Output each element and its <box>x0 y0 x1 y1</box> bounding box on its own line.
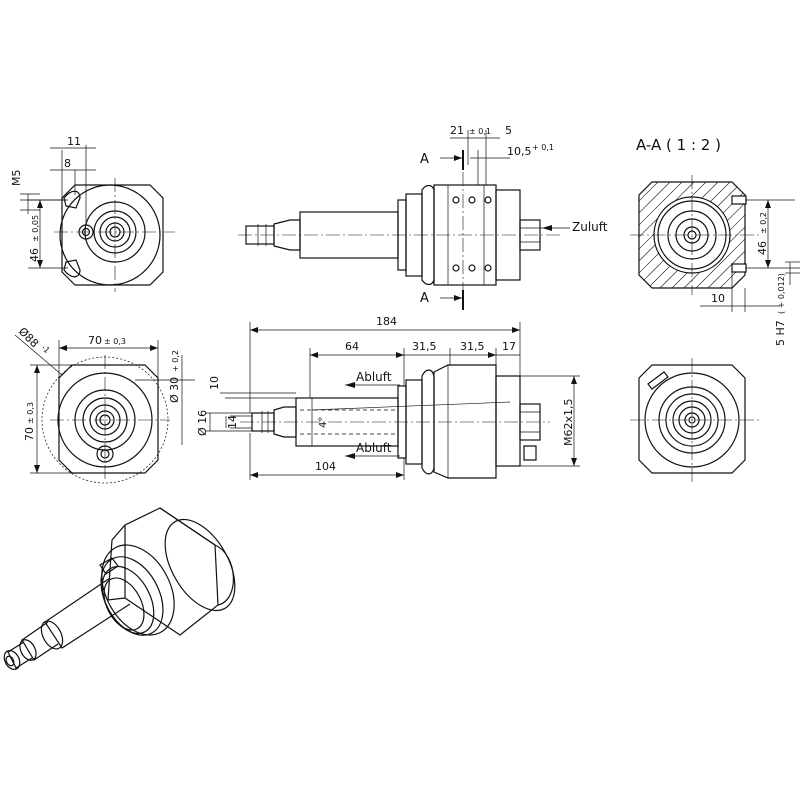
dim-14-label: 14 <box>226 415 239 429</box>
dim-64-label: 64 <box>345 340 359 353</box>
dim-70-v-label: 70 <box>23 427 36 441</box>
dim-10-5-label: 10,5 <box>507 145 532 158</box>
end-view-top-left: 11 8 M5 46 ± 0,05 <box>10 135 175 292</box>
dim-70-h-label: 70 <box>88 334 102 347</box>
dim-m5-label: M5 <box>10 170 23 187</box>
dim-88-label: Ø88 <box>16 325 41 350</box>
side-view-top: 21 ± 0,1 5 10,5 + 0,1 A A Zuluft <box>238 124 608 310</box>
section-title: A-A ( 1 : 2 ) <box>636 136 721 154</box>
dim-11-label: 11 <box>67 135 81 148</box>
tol-46-tl-label: ± 0,05 <box>31 215 40 242</box>
dim-8-label: 8 <box>64 157 71 170</box>
dim-4deg-label: 4° <box>318 417 329 428</box>
dim-m62-label: M62x1,5 <box>562 399 575 447</box>
dim-21-label: 21 <box>450 124 464 137</box>
abluft-top-label: Abluft <box>356 370 392 384</box>
dim-10-mid-label: 10 <box>208 376 221 390</box>
tol-21-label: ± 0,1 <box>469 127 491 136</box>
tol-70-h-label: ± 0,3 <box>104 337 126 346</box>
dim-104-label: 104 <box>315 460 336 473</box>
tol-70-v-label: ± 0,3 <box>26 402 35 424</box>
tol-30-label: + 0,2 <box>171 350 180 372</box>
section-view-a-a: A-A ( 1 : 2 ) <box>630 136 800 346</box>
isometric-view <box>3 507 236 671</box>
dim-16-label: Ø 16 <box>196 410 209 436</box>
rear-view-middle-right <box>630 358 760 482</box>
tol-5h7-label: ( + 0,012) <box>777 273 786 314</box>
dim-5h7-label: 5 H7 <box>774 320 787 346</box>
tol-46-tr-label: ± 0,2 <box>759 212 768 234</box>
zuluft-label: Zuluft <box>572 220 608 234</box>
dim-46-tr-label: 46 <box>756 241 769 255</box>
dim-31-5a-label: 31,5 <box>412 340 437 353</box>
dim-30-label: Ø 30 <box>168 377 181 403</box>
dim-17-label: 17 <box>502 340 516 353</box>
dim-46-tl-label: 46 <box>28 248 41 262</box>
front-view-middle-left: 70 ± 0,3 70 ± 0,3 Ø88 -1 Ø 30 + 0,2 <box>14 325 195 484</box>
dim-184-label: 184 <box>376 315 397 328</box>
dim-31-5b-label: 31,5 <box>460 340 485 353</box>
section-a-top-label: A <box>420 152 429 167</box>
section-a-bottom-label: A <box>420 291 429 306</box>
side-view-middle: 184 64 31,5 31,5 17 Abluft Abluft 4° 104… <box>196 315 580 480</box>
dim-5-label: 5 <box>505 124 512 137</box>
dim-10-tr-label: 10 <box>711 292 725 305</box>
tol-88-label: -1 <box>40 343 52 355</box>
abluft-bottom-label: Abluft <box>356 441 392 455</box>
tol-10-5-label: + 0,1 <box>532 143 554 152</box>
